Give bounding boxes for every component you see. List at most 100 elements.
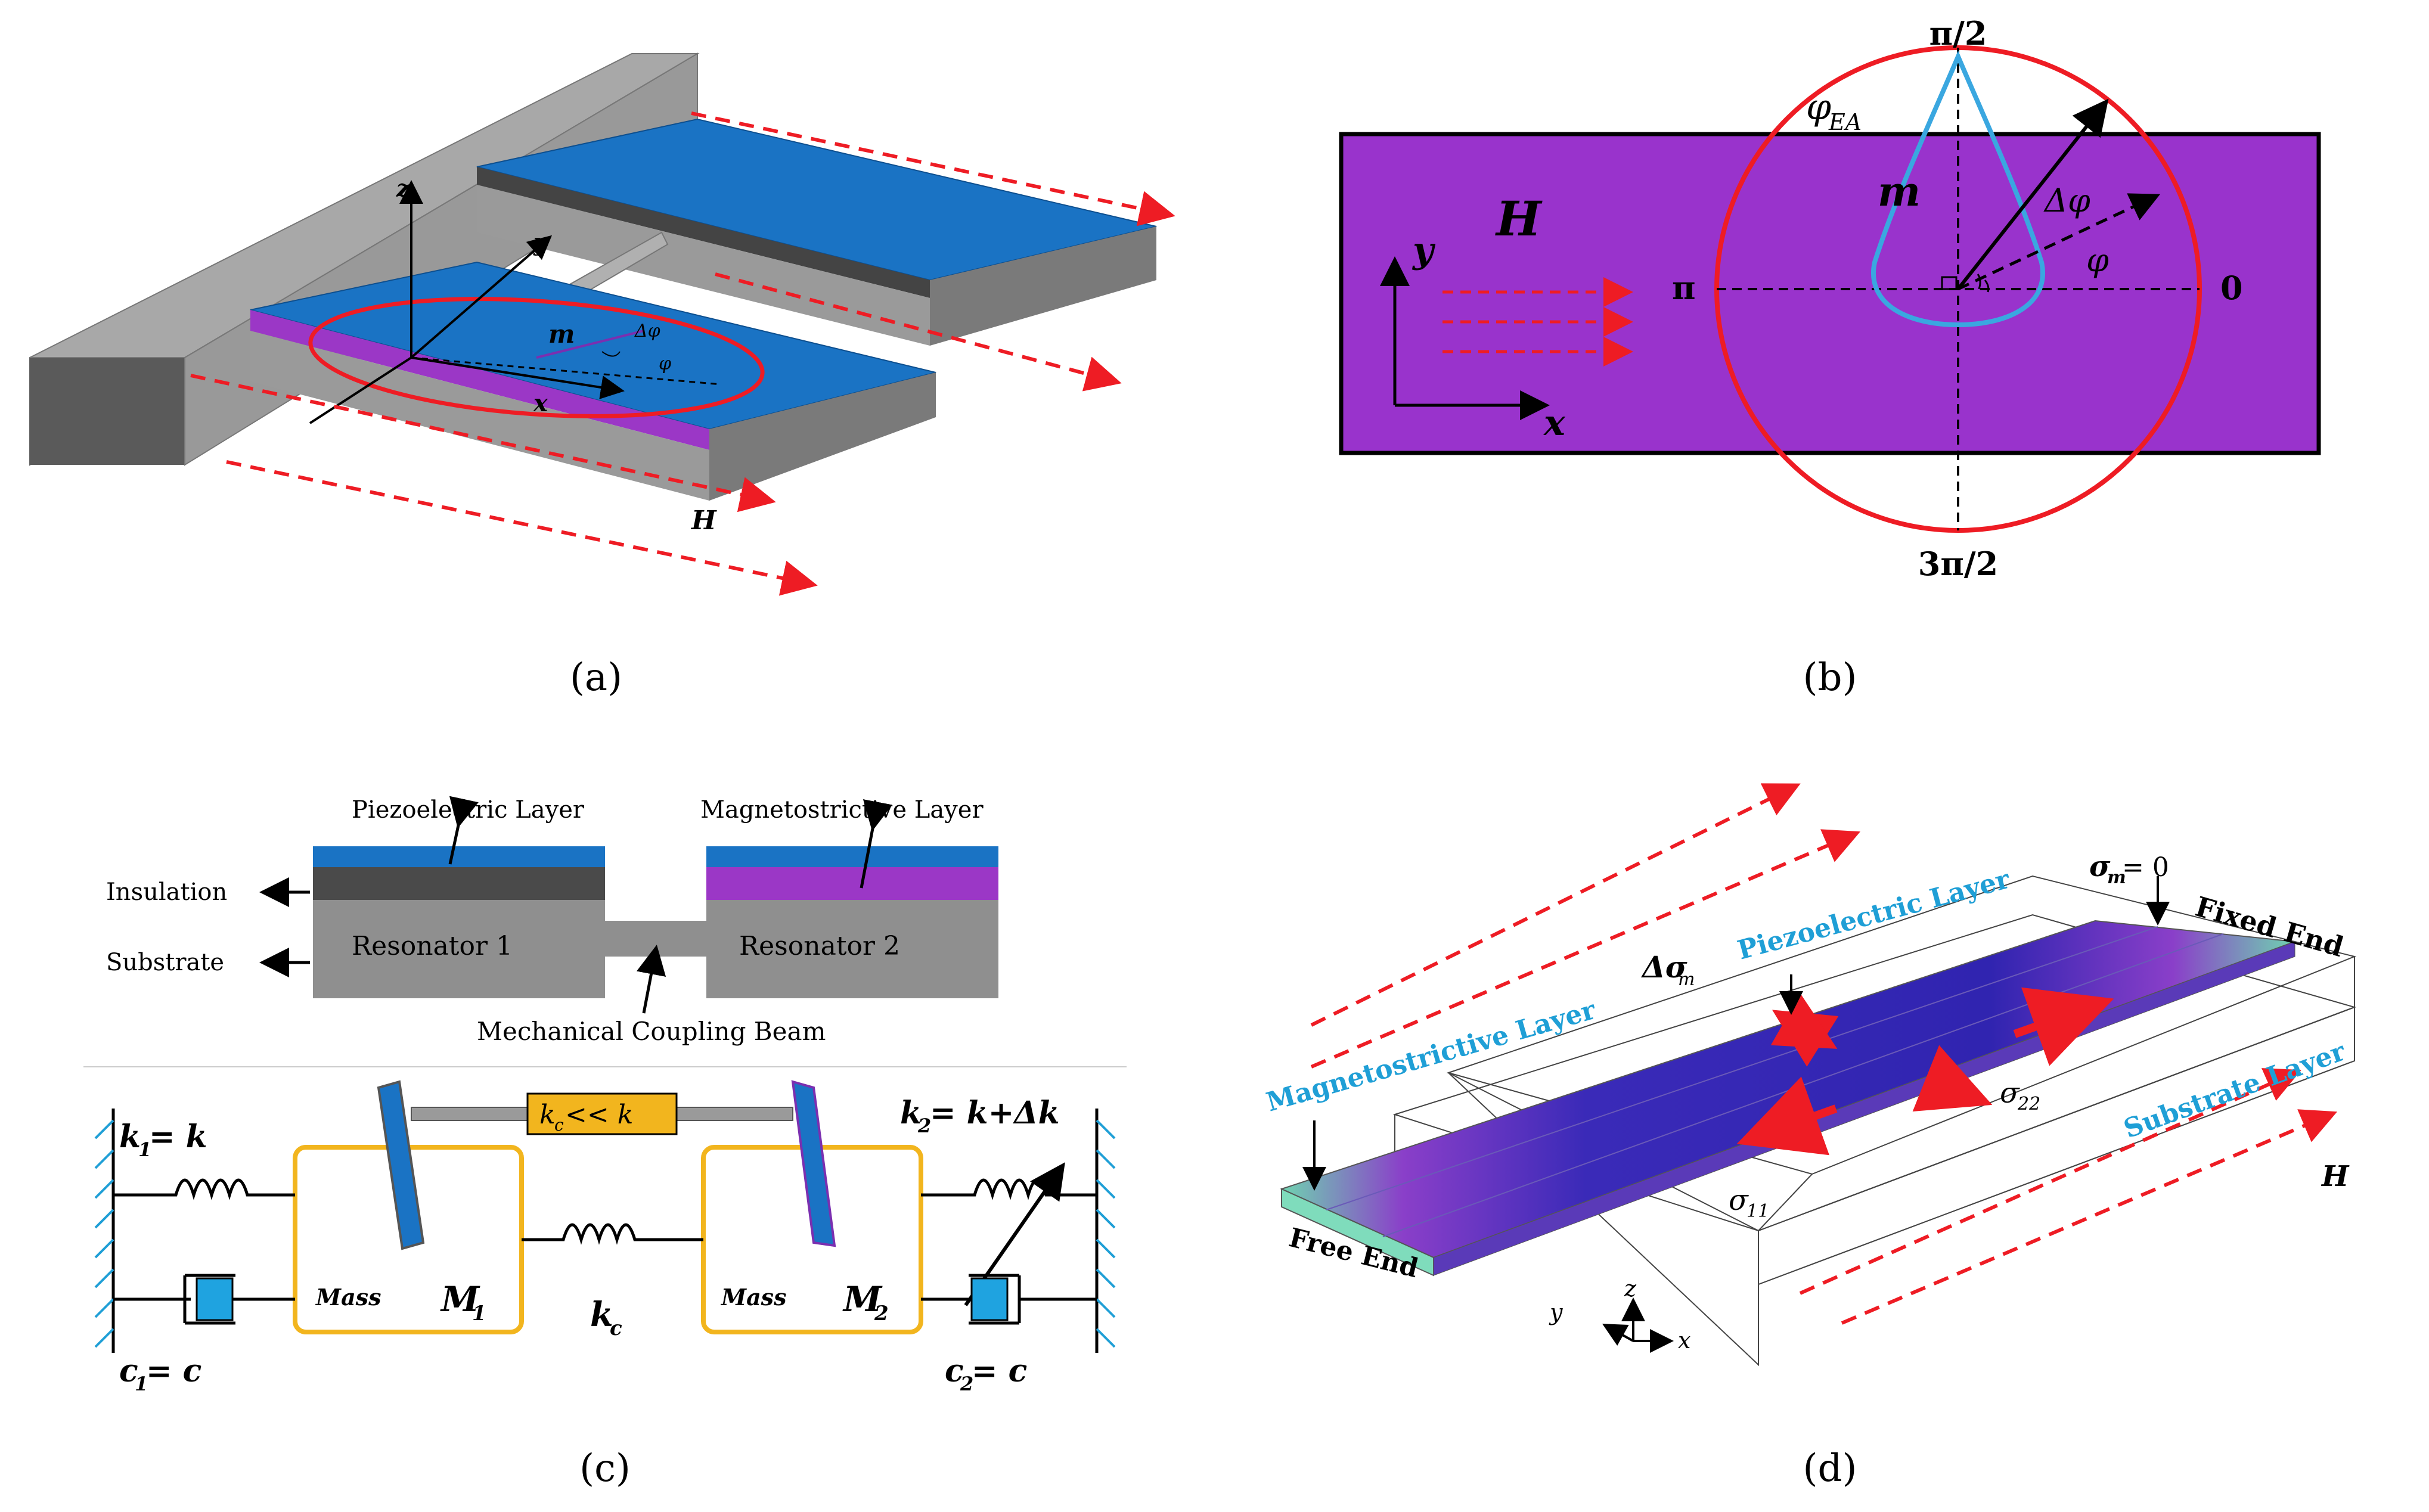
c-kc-box — [526, 1092, 678, 1135]
b-right-angle — [1941, 276, 1958, 290]
x-axis-tail — [309, 356, 412, 424]
d-h-line-1 — [1310, 783, 1801, 1027]
c-wall-left-hatch — [94, 1119, 114, 1348]
c-kcbox-label: k — [539, 1100, 556, 1130]
d-x-label: x — [1678, 1327, 1690, 1353]
panel-a: z y x m Δφ φ H (a) — [29, 52, 1175, 700]
d-y-label: y — [1549, 1299, 1563, 1325]
c-coupling-label: Mechanical Coupling Beam — [477, 1017, 826, 1046]
d-h-line-4 — [1841, 1109, 2338, 1325]
h-line-3 — [190, 374, 776, 513]
upper-beam-insul — [477, 167, 930, 298]
c-kc-label: k — [590, 1295, 613, 1334]
d-stress-2 — [1770, 993, 1838, 1049]
d-y-axis — [1602, 1324, 1634, 1346]
b-phi-label: φ — [2086, 241, 2109, 279]
a-m-label: m — [548, 319, 575, 349]
c-k2-label: k — [900, 1095, 922, 1131]
caption-d: (d) — [1803, 1446, 1857, 1491]
b-phiea-sub: EA — [1828, 109, 1862, 135]
y-axis — [410, 235, 553, 359]
b-phiea-label: φ — [1806, 86, 1831, 128]
c-k1-sub: 1 — [138, 1138, 151, 1161]
caption-b: (b) — [1803, 656, 1857, 700]
c-k2-sub: 2 — [917, 1114, 931, 1137]
upper-beam-sub — [477, 185, 930, 346]
h-line-2 — [715, 272, 1122, 392]
c-mass2-label: Mass — [720, 1284, 786, 1311]
d-piezo-label: Piezoelectric Layer — [1735, 864, 2014, 965]
lower-beam-sub — [250, 331, 709, 501]
c-piezo-pointer — [448, 796, 479, 865]
d-h-line-3 — [1799, 1068, 2301, 1295]
c-res1-label: Resonator 1 — [352, 931, 513, 961]
d-sigma-m0-label: σ — [2089, 850, 2111, 883]
c-spring-k2 — [921, 1178, 1097, 1200]
c-c2-sub: 2 — [960, 1373, 973, 1395]
d-dsigma-sub: m — [1678, 969, 1695, 990]
c-piezo-label: Piezoelectric Layer — [352, 796, 585, 824]
a-phi-label: φ — [659, 353, 671, 374]
a-y-label: y — [533, 228, 549, 256]
x-dashed — [411, 356, 722, 386]
d-z-label: z — [1624, 1275, 1637, 1302]
b-bottom-label: 3π/2 — [1918, 545, 1998, 583]
d-stress-3 — [2013, 987, 2114, 1066]
m-vector-a — [536, 330, 644, 359]
b-energy-curve — [1871, 50, 2045, 328]
d-sigma11-label: σ — [1729, 1184, 1749, 1217]
d-h-label: H — [2321, 1160, 2350, 1193]
d-dsigma-label: Δσ — [1640, 949, 1687, 985]
c-piezo-layer-2 — [706, 846, 998, 867]
c-wall-right-hatch — [1096, 1119, 1116, 1348]
b-left-label: π — [1672, 269, 1696, 307]
c-c2-label: c — [945, 1353, 964, 1389]
h-line-1 — [691, 111, 1175, 226]
b-h-label: H — [1495, 191, 1543, 247]
c-c1-rhs: = c — [146, 1353, 201, 1389]
c-coupling-pointer — [636, 945, 666, 1014]
b-top-label: π/2 — [1929, 14, 1987, 52]
b-dphi-label: Δφ — [2043, 182, 2090, 219]
c-piezo-layer — [313, 846, 605, 867]
c-res2-label: Resonator 2 — [739, 931, 900, 961]
b-y-label: y — [1412, 229, 1436, 271]
c-substrate-label: Substrate — [106, 949, 224, 976]
c-k1-label: k — [119, 1119, 141, 1155]
c-magneto-pointer — [860, 799, 893, 889]
c-insulation — [313, 867, 605, 900]
c-M2-label: M — [842, 1279, 883, 1319]
phi-arc-a — [601, 351, 621, 357]
b-right-label: 0 — [2220, 269, 2243, 307]
c-damper-1 — [196, 1277, 234, 1321]
lower-beam-end — [709, 372, 936, 501]
c-M2-sub: 2 — [874, 1302, 889, 1325]
c-kcbox-sub: c — [554, 1115, 564, 1135]
a-dphi-label: Δφ — [634, 321, 660, 341]
b-m-label: m — [1878, 168, 1921, 216]
caption-a: (a) — [570, 656, 622, 700]
c-kcbox-rhs: << k — [565, 1100, 633, 1130]
d-stress-4 — [1736, 1076, 1838, 1156]
b-phi-vector — [1957, 193, 2161, 291]
c-c2-rhs: = c — [972, 1353, 1027, 1389]
d-sigma22-sub: 22 — [2017, 1094, 2040, 1114]
c-magneto-label: Magnetostrictive Layer — [700, 796, 984, 824]
d-sigma11-sub: 11 — [1746, 1201, 1769, 1222]
c-cantilever-1 — [377, 1080, 425, 1250]
c-resonator-2 — [706, 900, 998, 998]
c-c1-label: c — [119, 1353, 138, 1389]
c-mass1-label: Mass — [315, 1284, 381, 1311]
c-magneto-layer — [706, 867, 998, 900]
c-cantilever-2 — [791, 1080, 836, 1247]
panel-c: Piezoelectric Layer Magnetostrictive Lay… — [83, 796, 1127, 1491]
a-h-label: H — [690, 505, 717, 536]
a-z-label: z — [396, 175, 411, 203]
d-stress-5 — [1912, 1045, 1993, 1112]
x-axis — [411, 356, 625, 399]
upper-beam-end — [930, 226, 1156, 346]
c-k2-rhs: = k+Δk — [930, 1095, 1060, 1131]
d-magneto-label: Magnetostrictive Layer — [1263, 995, 1599, 1118]
c-kc-sub: c — [610, 1317, 622, 1340]
